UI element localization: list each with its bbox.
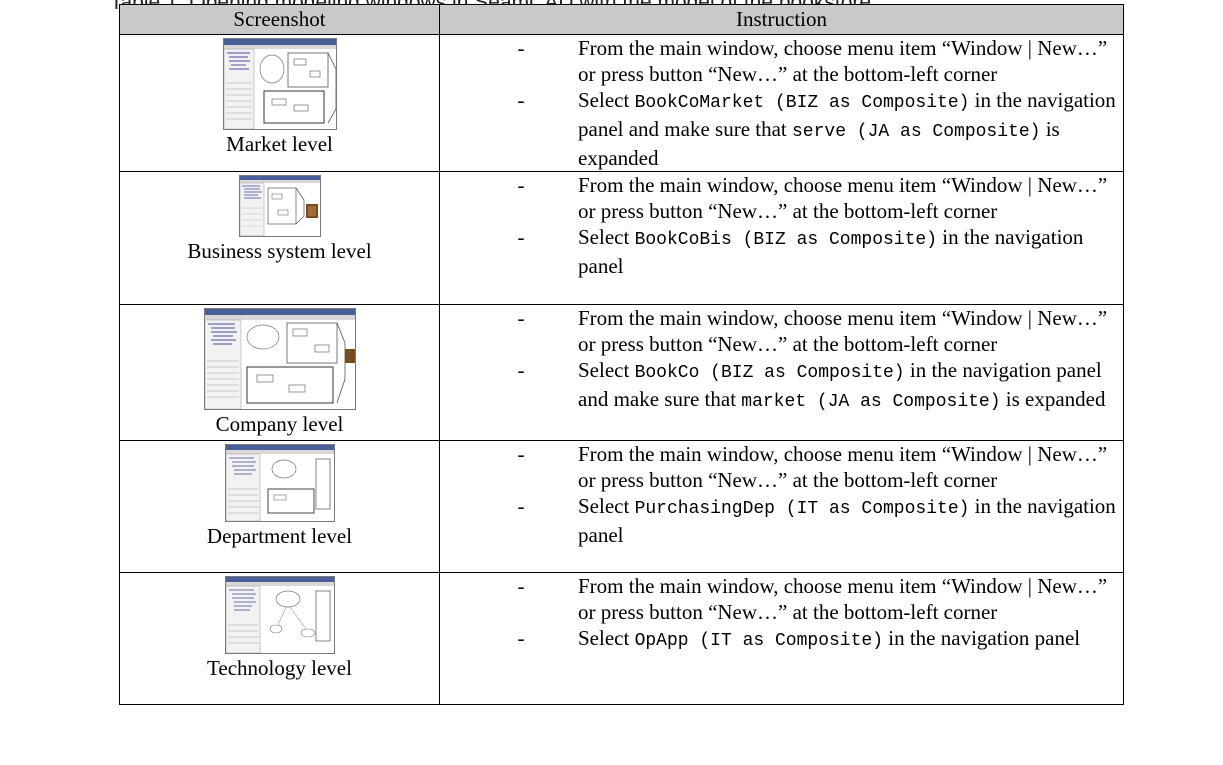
- bullet-dash: -: [517, 626, 525, 650]
- bullet-dash: -: [517, 494, 525, 518]
- instruction-step: - Select PurchasingDep (IT as Composite)…: [440, 493, 1123, 548]
- bullet-dash: -: [517, 225, 525, 249]
- screenshot-thumbnail-image: [223, 39, 336, 129]
- seamcad-technology-thumbnail: [224, 576, 335, 654]
- seamcad-business-thumbnail: [238, 175, 321, 237]
- seamcad-market-thumbnail: [222, 38, 337, 130]
- step-text: From the main window, choose menu item “…: [578, 173, 1108, 223]
- step-text: From the main window, choose menu item “…: [578, 36, 1108, 86]
- bullet-dash: -: [517, 574, 525, 598]
- table-row: Market level - From the main window, cho…: [119, 34, 1124, 172]
- instruction-step: - From the main window, choose menu item…: [440, 35, 1123, 87]
- instruction-step: - From the main window, choose menu item…: [440, 573, 1123, 625]
- seamcad-department-thumbnail: [224, 444, 335, 522]
- screenshot-thumbnail-image: [239, 176, 320, 236]
- level-label: Department level: [206, 524, 353, 548]
- step-text: Select OpApp (IT as Composite) in the na…: [550, 625, 1123, 654]
- model-element-name: BookCoMarket (BIZ as Composite): [634, 93, 970, 113]
- level-label: Company level: [215, 412, 344, 436]
- level-label: Market level: [226, 132, 333, 156]
- instruction-step: - From the main window, choose menu item…: [440, 441, 1123, 493]
- screenshot-thumbnail-image: [225, 577, 334, 653]
- screenshot-cell: Technology level: [119, 572, 440, 705]
- step-text-part: is expanded: [578, 117, 1060, 170]
- table-row: Technology level - From the main window,…: [119, 572, 1124, 705]
- bullet-dash: -: [517, 442, 525, 466]
- instruction-cell: - From the main window, choose menu item…: [439, 440, 1124, 573]
- step-text-part: is expanded: [1000, 387, 1106, 411]
- bullet-dash: -: [517, 306, 525, 330]
- model-element-name: BookCoBis (BIZ as Composite): [634, 230, 938, 250]
- step-text: Select BookCoMarket (BIZ as Composite) i…: [550, 87, 1123, 171]
- step-text-part: Select: [578, 225, 635, 249]
- model-element-name: serve (JA as Composite): [792, 122, 1041, 142]
- screenshot-cell: Business system level: [119, 171, 440, 305]
- screenshot-header: Screenshot: [119, 4, 440, 35]
- instructions-table: Screenshot Instruction: [119, 4, 1124, 705]
- table-row: Company level - From the main window, ch…: [119, 304, 1124, 441]
- instruction-cell: - From the main window, choose menu item…: [439, 34, 1124, 172]
- step-text-part: in the navigation panel and make sure th…: [578, 88, 1116, 141]
- step-text-part: in the navigation panel: [578, 225, 1084, 278]
- model-element-name: OpApp (IT as Composite): [634, 631, 884, 651]
- model-element-name: PurchasingDep (IT as Composite): [634, 499, 970, 519]
- instruction-header: Instruction: [439, 4, 1124, 35]
- step-text-part: Select: [578, 88, 635, 112]
- screenshot-cell: Market level: [119, 34, 440, 172]
- step-text-part: Select: [578, 358, 635, 382]
- step-text: Select BookCo (BIZ as Composite) in the …: [550, 357, 1123, 415]
- seamcad-company-thumbnail: [203, 308, 356, 410]
- step-text-part: Select: [578, 494, 635, 518]
- screenshot-cell: Department level: [119, 440, 440, 573]
- model-element-name: market (JA as Composite): [741, 392, 1001, 412]
- bullet-dash: -: [517, 88, 525, 112]
- step-text: From the main window, choose menu item “…: [578, 306, 1108, 356]
- instruction-cell: - From the main window, choose menu item…: [439, 171, 1124, 305]
- table-row: Department level - From the main window,…: [119, 440, 1124, 573]
- model-element-name: BookCo (BIZ as Composite): [634, 363, 905, 383]
- instruction-cell: - From the main window, choose menu item…: [439, 572, 1124, 705]
- step-text-part: in the navigation panel and make sure th…: [578, 358, 1102, 411]
- step-text: Select PurchasingDep (IT as Composite) i…: [550, 493, 1123, 548]
- level-label: Technology level: [207, 656, 352, 680]
- instruction-step: - Select OpApp (IT as Composite) in the …: [440, 625, 1123, 654]
- bullet-dash: -: [517, 36, 525, 60]
- screenshot-thumbnail-image: [204, 309, 355, 409]
- step-text: From the main window, choose menu item “…: [578, 442, 1108, 492]
- instruction-step: - Select BookCoBis (BIZ as Composite) in…: [440, 224, 1123, 279]
- instruction-step: - From the main window, choose menu item…: [440, 305, 1123, 357]
- step-text: Select BookCoBis (BIZ as Composite) in t…: [550, 224, 1123, 279]
- step-text: From the main window, choose menu item “…: [578, 574, 1108, 624]
- instruction-step: - Select BookCo (BIZ as Composite) in th…: [440, 357, 1123, 415]
- screenshot-cell: Company level: [119, 304, 440, 441]
- bullet-dash: -: [517, 173, 525, 197]
- bullet-dash: -: [517, 358, 525, 382]
- step-text-part: Select: [578, 626, 635, 650]
- instruction-step: - From the main window, choose menu item…: [440, 172, 1123, 224]
- header-row: Screenshot Instruction: [119, 4, 1124, 35]
- screenshot-thumbnail-image: [225, 445, 334, 521]
- instruction-cell: - From the main window, choose menu item…: [439, 304, 1124, 441]
- table-row: Business system level - From the main wi…: [119, 171, 1124, 305]
- step-text-part: in the navigation panel: [578, 494, 1116, 547]
- step-text-part: in the navigation panel: [883, 626, 1081, 650]
- level-label: Business system level: [187, 239, 372, 263]
- instruction-step: - Select BookCoMarket (BIZ as Composite)…: [440, 87, 1123, 171]
